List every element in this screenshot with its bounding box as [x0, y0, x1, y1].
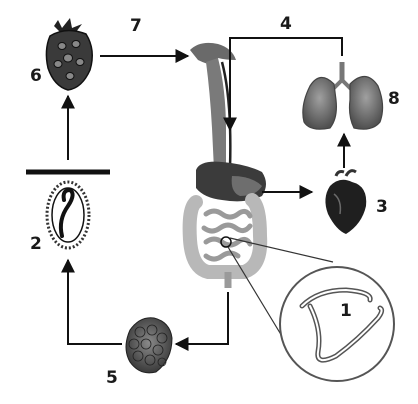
label-2: 2: [30, 234, 42, 254]
strawberry-icon: [45, 18, 93, 91]
label-4: 4: [280, 14, 292, 34]
roundworm-adult-pair-icon: [279, 266, 395, 382]
egg-cluster-icon: [125, 317, 173, 374]
lungs-icon: [302, 62, 384, 130]
digestive-tract-icon: [182, 42, 268, 288]
worm-egg-with-larva-icon: [45, 180, 91, 250]
label-6: 6: [30, 66, 42, 86]
label-5: 5: [106, 368, 118, 388]
label-1: 1: [340, 301, 352, 321]
cycle-arrows: [61, 37, 351, 351]
label-3: 3: [376, 197, 388, 217]
label-7: 7: [130, 16, 142, 36]
label-8: 8: [388, 89, 400, 109]
heart-icon: [325, 169, 367, 234]
